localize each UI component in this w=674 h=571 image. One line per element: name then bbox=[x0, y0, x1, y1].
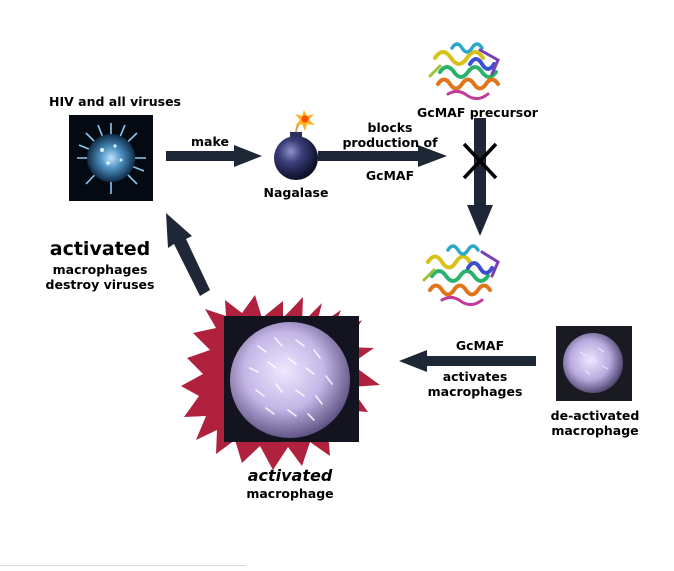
deactivated-macrophage-image bbox=[556, 326, 632, 401]
deactivated-label-line1: de-activated bbox=[550, 408, 640, 423]
activated-macrophage-image bbox=[224, 316, 359, 442]
nagalase-label: Nagalase bbox=[263, 185, 329, 200]
left-label-line2: macrophages bbox=[52, 262, 148, 277]
left-label-line3: destroy viruses bbox=[45, 277, 155, 292]
make-label: make bbox=[191, 134, 229, 149]
bomb-icon bbox=[274, 110, 318, 180]
activates-label-line2: macrophages bbox=[427, 384, 523, 399]
precursor-label: GcMAF precursor bbox=[417, 105, 538, 120]
x-block-icon bbox=[462, 142, 498, 180]
arrow-destroy bbox=[166, 213, 210, 296]
activated-caption-line2: macrophage bbox=[246, 486, 334, 501]
activated-caption-emphasis: activated bbox=[247, 466, 333, 485]
protein-precursor-image bbox=[428, 42, 500, 101]
blocks-label-line1: blocks bbox=[367, 120, 413, 135]
virus-image bbox=[69, 115, 153, 201]
gcmaf-blocked-label: GcMAF bbox=[365, 168, 415, 183]
bottom-divider bbox=[0, 565, 246, 566]
left-big-label: activated bbox=[49, 238, 151, 260]
viruses-label: HIV and all viruses bbox=[49, 94, 181, 109]
gcmaf-label: GcMAF bbox=[455, 338, 505, 353]
arrow-blocks bbox=[318, 145, 447, 167]
activates-label-line1: activates bbox=[442, 369, 508, 384]
blocks-label-line2: production of bbox=[342, 135, 438, 150]
arrow-down-blocked bbox=[467, 118, 493, 236]
arrow-make bbox=[166, 145, 262, 167]
deactivated-label-line2: macrophage bbox=[551, 423, 639, 438]
arrow-activates bbox=[399, 350, 536, 372]
protein-gcmaf-image bbox=[422, 244, 500, 307]
